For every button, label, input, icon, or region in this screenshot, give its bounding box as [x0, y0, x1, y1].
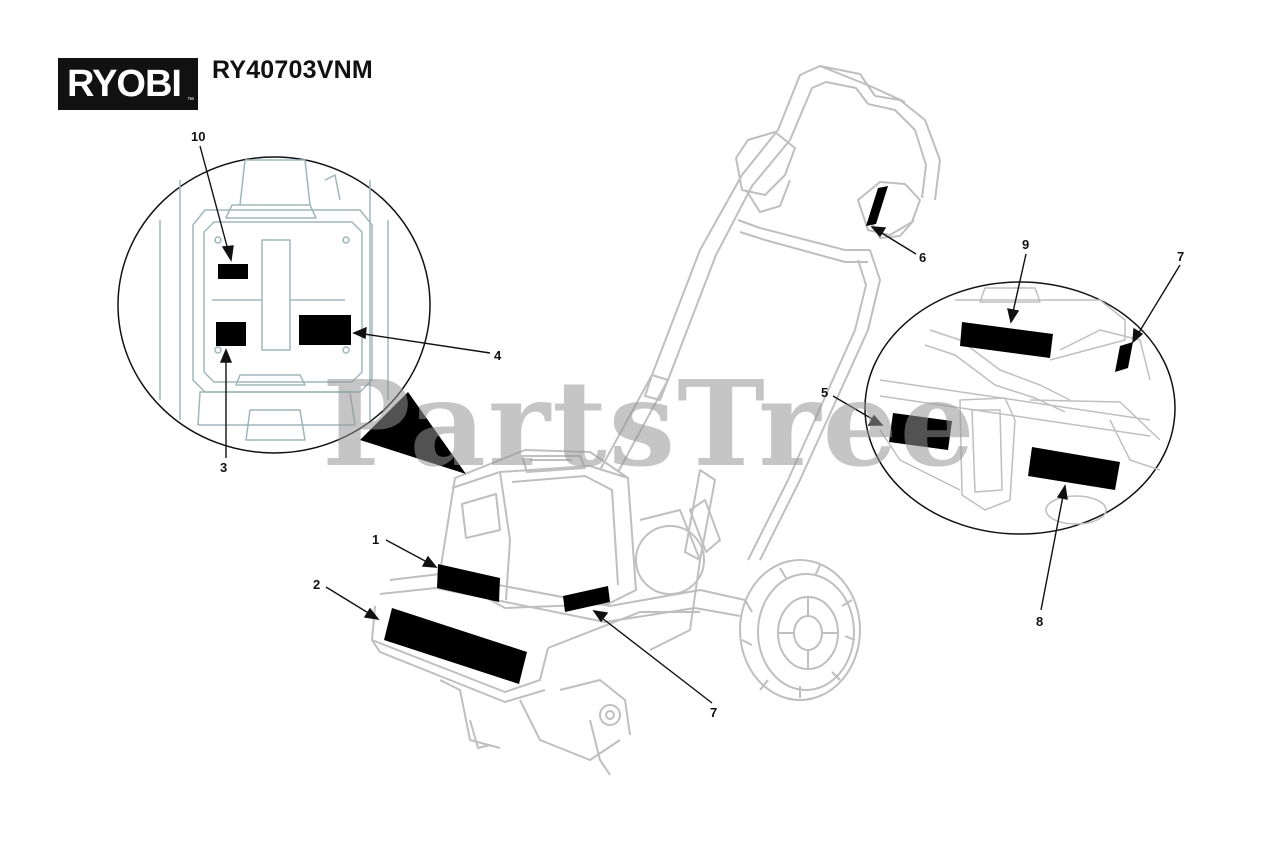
callout-2: 2: [313, 577, 320, 592]
ryobi-logo: RYOBI ™: [58, 58, 198, 110]
detail-circle-frame: [864, 281, 1176, 535]
detail-pointer: [360, 392, 466, 474]
callout-1: 1: [372, 532, 379, 547]
label-3: [216, 322, 246, 346]
wheel: [739, 559, 861, 701]
model-number: RY40703VNM: [212, 56, 373, 84]
callout-6: 6: [919, 250, 926, 265]
detail-circle-battery-bay: [117, 156, 431, 454]
callout-7-detail: 7: [1177, 249, 1184, 264]
callout-5: 5: [821, 385, 828, 400]
callout-3: 3: [220, 460, 227, 475]
callout-8: 8: [1036, 614, 1043, 629]
callout-numbers: 1 2 3 4 5 6 7 7 8 9 10: [191, 129, 1184, 720]
label-7-detail: [1115, 342, 1133, 372]
label-4: [299, 315, 351, 345]
leader-lines: [199, 145, 1181, 704]
callout-7-body: 7: [710, 705, 717, 720]
callout-4: 4: [494, 348, 502, 363]
logo-trademark: ™: [187, 97, 194, 104]
label-1: [437, 564, 500, 602]
logo-text: RYOBI: [67, 63, 182, 105]
label-6: [866, 186, 888, 226]
handle-assembly: [599, 65, 941, 561]
callout-10: 10: [191, 129, 205, 144]
callout-9: 9: [1022, 237, 1029, 252]
label-9: [960, 322, 1053, 358]
tiller-frame: [371, 509, 746, 776]
label-2: [384, 608, 527, 684]
label-5: [889, 413, 952, 450]
label-10: [218, 264, 248, 279]
label-8: [1028, 447, 1120, 490]
label-7-body: [563, 586, 610, 612]
